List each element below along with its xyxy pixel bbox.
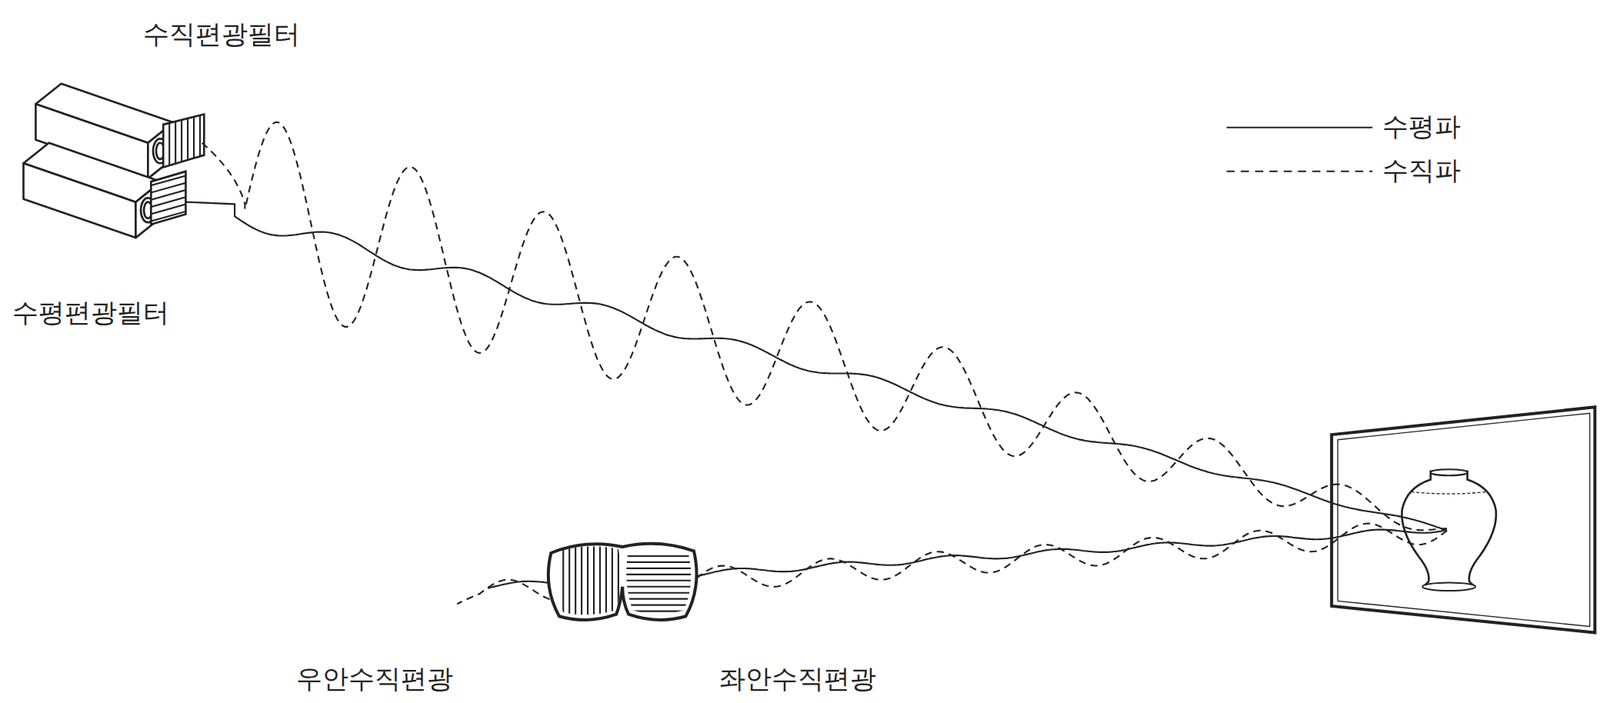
legend-text: 수직파 <box>1382 156 1461 185</box>
legend-samples <box>1226 127 1373 172</box>
part-label: 우안수직편광 <box>296 664 454 694</box>
vertical-wave <box>202 122 1447 530</box>
part-label: 좌안수직편광 <box>719 664 877 694</box>
part-label: 수직편광필터 <box>143 20 300 49</box>
polarizing-filters <box>143 102 205 225</box>
legend-text: 수평파 <box>1382 112 1461 141</box>
horizontal-wave <box>185 202 1447 531</box>
light-waves <box>185 122 1447 605</box>
part-label: 수평편광필터 <box>12 298 170 327</box>
screen <box>1331 406 1595 633</box>
polarized-glasses <box>548 540 705 623</box>
